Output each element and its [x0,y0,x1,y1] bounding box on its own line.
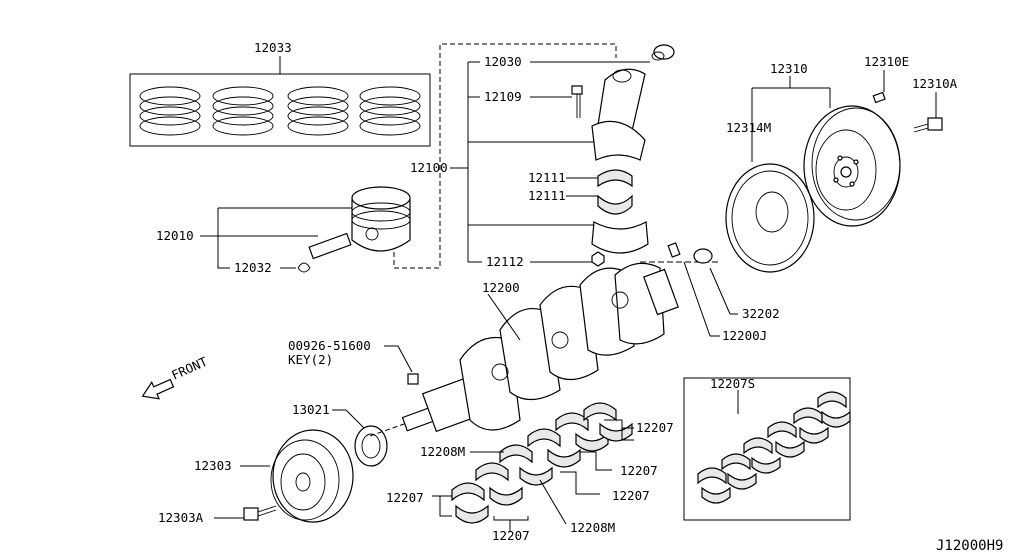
label-12207S: 12207S [710,376,755,391]
front-arrow-icon [141,378,175,400]
crank-sprocket [354,425,388,467]
crank-dowel [667,242,681,258]
label-32202: 32202 [742,306,780,321]
piston-ring-set-2 [212,86,274,136]
label-12010: 12010 [156,228,194,243]
pilot-bushing [693,248,713,264]
piston-ring-set-1 [139,86,201,136]
label-12200: 12200 [482,280,520,295]
flywheel-group [725,70,943,273]
bearing-set-box [683,377,851,521]
label-12032: 12032 [234,260,272,275]
main-bearings-group [432,377,851,532]
drive-plate [725,163,815,273]
label-12112: 12112 [486,254,524,269]
pulley-bolt [243,507,259,521]
woodruff-key [407,373,419,385]
connecting-rod-group [450,44,675,267]
piston [351,199,411,252]
pulley-group [214,409,405,523]
label-12207-e: 12207 [492,528,530,543]
crankshaft [384,242,738,433]
label-12111-upper: 12111 [528,170,566,185]
rod-cap [591,221,649,254]
label-00926-51600: 00926-51600 [288,338,371,353]
label-12310E: 12310E [864,54,909,69]
piston-pin [308,232,352,260]
label-12100: 12100 [410,160,448,175]
label-12109: 12109 [484,89,522,104]
piston-group [200,186,411,273]
label-12310A: 12310A [912,76,958,91]
rod-bearing-upper [597,169,633,188]
rod-nut [591,251,605,267]
label-12208M-upper: 12208M [420,444,465,459]
label-12207-c: 12207 [612,488,650,503]
flywheel-bolt [927,117,943,131]
snap-ring [297,262,311,273]
label-12111-lower: 12111 [528,188,566,203]
piston-rings-group [129,56,431,147]
label-12200J: 12200J [722,328,767,343]
label-12314M: 12314M [726,120,771,135]
label-12207-a: 12207 [636,420,674,435]
flywheel-dowel [872,91,886,104]
label-front: FRONT [169,354,210,383]
label-12310: 12310 [770,61,808,76]
crank-pulley [272,429,354,523]
flywheel [803,105,901,227]
rod-bushing [653,44,675,60]
front-arrow [141,378,175,400]
label-12303: 12303 [194,458,232,473]
label-13021: 13021 [292,402,330,417]
label-12033: 12033 [254,40,292,55]
label-key-2: KEY(2) [288,352,333,367]
diagram-code: J12000H9 [936,538,1003,554]
label-12207-b: 12207 [620,463,658,478]
label-12207-d: 12207 [386,490,424,505]
rod-bearing-lower [597,194,633,215]
label-12208M-lower: 12208M [570,520,615,535]
label-12030: 12030 [484,54,522,69]
piston-ring-set-3 [287,86,349,136]
label-12303A: 12303A [158,510,204,525]
piston-ring-set-4 [359,86,421,136]
